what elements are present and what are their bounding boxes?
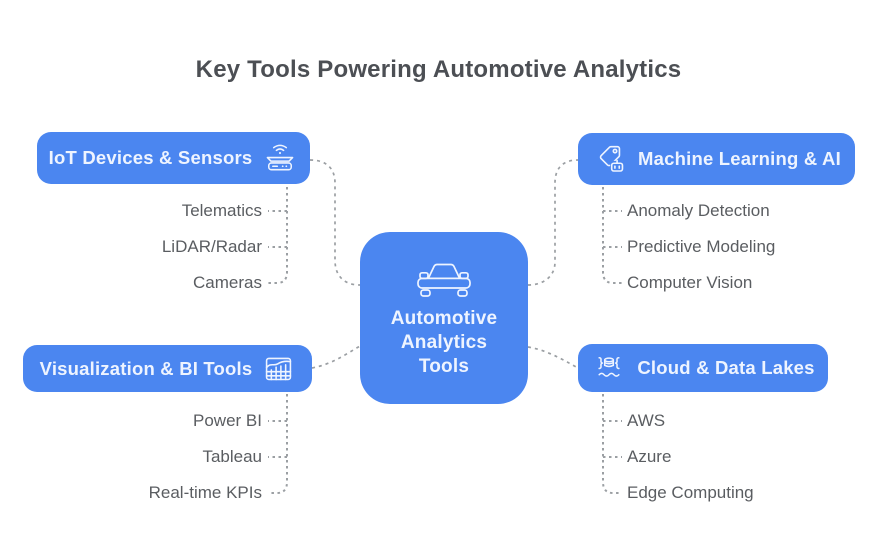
list-item: Computer Vision	[627, 273, 753, 292]
branch-label: IoT Devices & Sensors	[48, 147, 253, 168]
list-item: Power BI	[193, 411, 262, 430]
branch-label: Cloud & Data Lakes	[637, 357, 815, 378]
list-item: Tableau	[202, 447, 262, 466]
list-item: LiDAR/Radar	[161, 237, 262, 256]
iot-item-list: Telematics LiDAR/Radar Cameras	[0, 193, 262, 301]
bar-chart-icon	[262, 352, 295, 385]
list-item: Predictive Modeling	[627, 237, 776, 256]
branch-label: Visualization & BI Tools	[39, 357, 253, 379]
center-label-line: Tools	[418, 355, 470, 377]
list-item: Real-time KPIs	[148, 483, 262, 502]
connector-viz-center	[311, 345, 361, 369]
list-item: Azure	[627, 447, 672, 466]
connector-iot-items	[268, 187, 288, 284]
branch-node-cloud-data-lakes: Cloud & Data Lakes	[578, 344, 828, 392]
connector-iot-center	[309, 159, 361, 286]
center-node-automotive-analytics-tools: Automotive Analytics Tools	[360, 232, 528, 404]
connector-cloud-items	[602, 394, 622, 494]
ml-item-list: Anomaly Detection Predictive Modeling Co…	[627, 193, 867, 301]
branch-node-visualization-bi-tools: Visualization & BI Tools	[23, 345, 312, 392]
center-node-label: Automotive Analytics Tools	[391, 307, 498, 379]
database-lake-icon	[591, 351, 627, 385]
connector-ml-center	[527, 159, 579, 286]
ai-tag-robot-icon	[592, 142, 628, 176]
list-item: Telematics	[181, 201, 262, 220]
car-icon	[410, 257, 478, 299]
center-label-line: Analytics	[400, 332, 488, 354]
viz-item-list: Power BI Tableau Real-time KPIs	[0, 403, 262, 511]
connector-cloud-center	[527, 346, 579, 369]
page-title: Key Tools Powering Automotive Analytics	[195, 56, 682, 83]
iot-sensor-icon	[262, 141, 298, 175]
list-item: Anomaly Detection	[627, 201, 770, 220]
connector-viz-items	[268, 394, 288, 494]
cloud-item-list: AWS Azure Edge Computing	[627, 403, 867, 511]
list-item: Cameras	[193, 273, 262, 292]
branch-node-machine-learning-ai: Machine Learning & AI	[578, 133, 855, 185]
branch-node-iot-devices-sensors: IoT Devices & Sensors	[37, 132, 310, 184]
connector-ml-items	[602, 187, 622, 284]
center-label-line: Automotive	[390, 308, 498, 330]
branch-label: Machine Learning & AI	[638, 148, 841, 169]
list-item: AWS	[627, 411, 666, 430]
list-item: Edge Computing	[627, 483, 754, 502]
